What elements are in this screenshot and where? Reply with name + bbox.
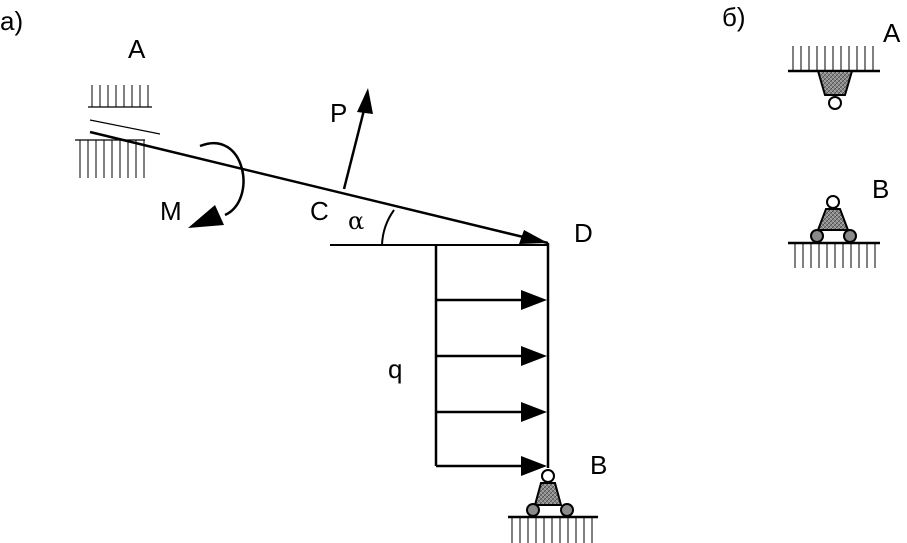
beam-end-arrow xyxy=(519,230,548,244)
panel-b-label: б) xyxy=(722,2,746,32)
roller-support-b-icon xyxy=(508,469,598,543)
support-b-label: B xyxy=(872,174,889,204)
moment-label: M xyxy=(160,196,182,226)
angle-alpha-label: α xyxy=(348,207,364,235)
fixed-support-a-icon xyxy=(75,85,161,178)
force-p-label: P xyxy=(330,98,347,128)
force-p-line xyxy=(342,109,366,190)
angle-arc xyxy=(381,209,395,246)
moment-arc xyxy=(199,142,245,217)
moment-arrowhead-icon xyxy=(188,205,224,228)
point-c-label: C xyxy=(310,196,329,226)
roller-support-b-panel-icon xyxy=(788,195,880,268)
distributed-load-q xyxy=(434,245,547,476)
point-d-label: D xyxy=(574,218,593,248)
support-a-label: A xyxy=(883,18,901,48)
inclined-beam xyxy=(89,130,549,245)
point-b-label: B xyxy=(590,450,607,480)
force-p-arrowhead-icon xyxy=(357,88,373,114)
point-a-label: A xyxy=(128,34,146,64)
load-q-label: q xyxy=(388,354,402,384)
panel-a-label: а) xyxy=(0,6,23,36)
hanging-support-a-icon xyxy=(788,46,880,110)
